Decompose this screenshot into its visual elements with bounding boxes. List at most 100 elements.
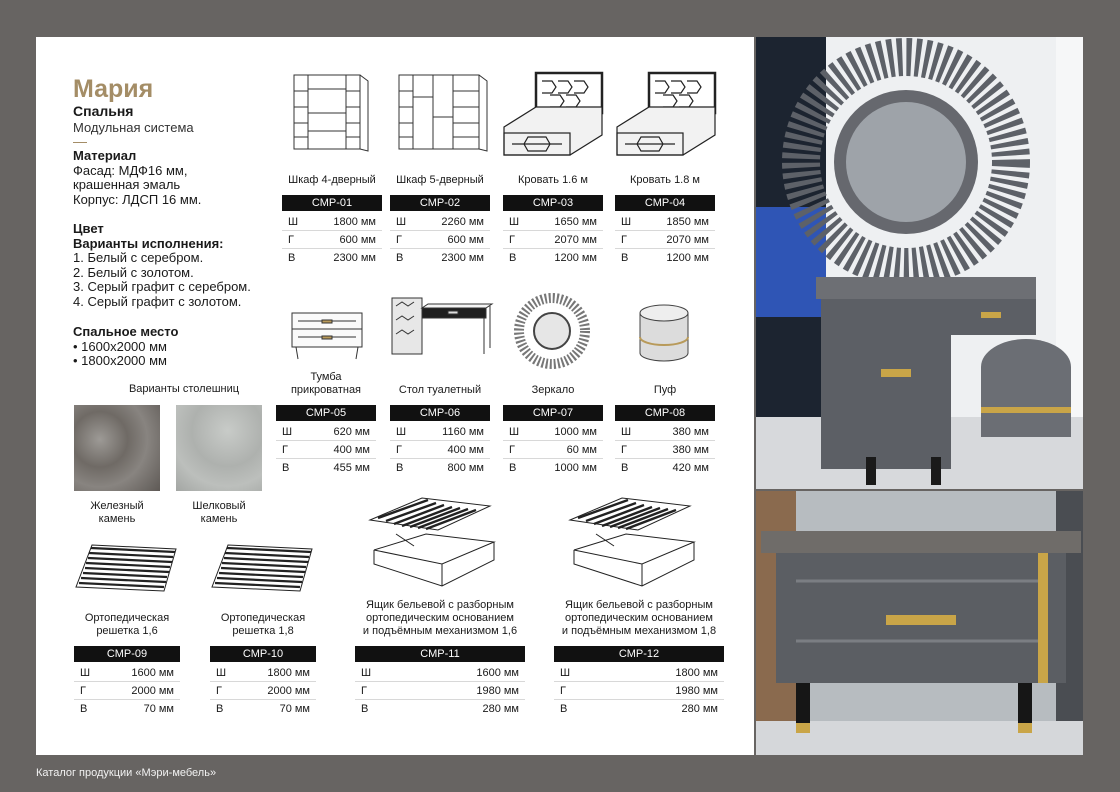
spec-row: Ш 1650 мм <box>503 213 603 231</box>
product-caption-line: Шкаф 5-дверный <box>396 174 484 186</box>
spec-value: 600 мм <box>447 234 484 246</box>
sleep-heading: Спальное место <box>73 324 179 339</box>
spec-key: Ш <box>509 216 520 228</box>
spec-key: В <box>216 703 224 715</box>
product-caption-line: Ящик бельевой с разборным <box>366 599 514 611</box>
spec-value: 1200 мм <box>554 252 597 264</box>
spec-value: 1980 мм <box>476 685 519 697</box>
spec-value: 1600 мм <box>131 667 174 679</box>
spec-value: 1600 мм <box>476 667 519 679</box>
product-caption-line: Зеркало <box>531 384 575 396</box>
spec-key: Ш <box>216 667 227 679</box>
product-caption: Пуф <box>595 384 735 397</box>
spec-value: 455 мм <box>333 462 370 474</box>
spec-key: Г <box>509 234 515 246</box>
spec-key: В <box>288 252 296 264</box>
tops-label: Варианты столешниц <box>128 383 240 395</box>
spec-value: 380 мм <box>672 426 709 438</box>
product-caption: Кровать 1.8 м <box>595 174 735 187</box>
product-code: СМР-06 <box>390 405 490 421</box>
spec-key: Г <box>396 234 402 246</box>
product-caption-line: ортопедическим основанием <box>366 612 514 624</box>
spec-value: 1160 мм <box>442 426 484 438</box>
orthopedic-grid-1-8-drawing <box>211 544 313 592</box>
spec-value: 2300 мм <box>441 252 484 264</box>
product-code: СМР-08 <box>615 405 715 421</box>
sleep-size: 1800x2000 мм <box>73 354 178 369</box>
spec-value: 380 мм <box>672 444 709 456</box>
spec-value: 800 мм <box>447 462 484 474</box>
material-line: Корпус: ЛДСП 16 мм. <box>73 191 202 207</box>
spec-key: Ш <box>282 426 293 438</box>
material-line: крашенная эмаль <box>73 177 181 193</box>
product-code: СМР-07 <box>503 405 603 421</box>
silk-stone-swatch <box>176 405 262 491</box>
color-option: 4. Серый графит с золотом. <box>73 293 242 309</box>
spec-value: 2260 мм <box>441 216 484 228</box>
product-code: СМР-03 <box>503 195 603 211</box>
color-option: 1. Белый с серебром. <box>73 250 204 266</box>
spec-key: В <box>396 252 404 264</box>
footer-catalog: Каталог продукции «Мэри-мебель» <box>36 767 217 779</box>
spec-value: 2000 мм <box>267 685 310 697</box>
product-caption-line: ортопедическим основанием <box>565 612 713 624</box>
product-caption-line: Ящик бельевой с разборным <box>565 599 713 611</box>
spec-value: 420 мм <box>672 462 709 474</box>
spec-row: Г 1980 мм <box>355 682 525 700</box>
spec-row: Г 400 мм <box>276 441 376 459</box>
product-code: СМР-01 <box>282 195 382 211</box>
nightstand-drawing <box>291 312 363 360</box>
spec-key: Г <box>216 685 222 697</box>
product-code: СМР-12 <box>554 646 724 662</box>
spec-value: 1200 мм <box>666 252 709 264</box>
spec-key: Г <box>282 444 288 456</box>
color-option: 2. Белый с золотом. <box>73 264 194 280</box>
bed-1-6-drawing <box>503 71 604 156</box>
product-caption-line: Кровать 1.6 м <box>518 174 588 186</box>
spec-value: 400 мм <box>333 444 370 456</box>
spec-key: Ш <box>396 216 407 228</box>
material-line: Фасад: МДФ16 мм, <box>73 162 188 178</box>
product-caption: Кровать 1.6 м <box>483 174 623 187</box>
spec-value: 1650 мм <box>554 216 597 228</box>
spec-value: 1800 мм <box>333 216 376 228</box>
spec-value: 280 мм <box>681 703 718 715</box>
spec-key: В <box>509 462 517 474</box>
spec-key: Г <box>361 685 367 697</box>
spec-key: Ш <box>80 667 91 679</box>
spec-row: Ш 1600 мм <box>74 664 180 682</box>
product-code: СМР-11 <box>355 646 525 662</box>
spec-value: 1800 мм <box>267 667 310 679</box>
storage-box-1-8-drawing <box>568 497 696 587</box>
iron-stone-swatch <box>74 405 160 491</box>
product-caption-line: Ортопедическая <box>220 612 306 624</box>
product-code: СМР-02 <box>390 195 490 211</box>
product-caption-line: Шкаф 4-дверный <box>288 174 376 186</box>
storage-box-1-6-drawing <box>368 497 496 587</box>
spec-value: 1000 мм <box>554 426 597 438</box>
product-caption-line: прикроватная <box>290 384 362 396</box>
spec-value: 400 мм <box>447 444 484 456</box>
spec-row: Ш 2260 мм <box>390 213 490 231</box>
spec-row: В 2300 мм <box>390 249 490 267</box>
